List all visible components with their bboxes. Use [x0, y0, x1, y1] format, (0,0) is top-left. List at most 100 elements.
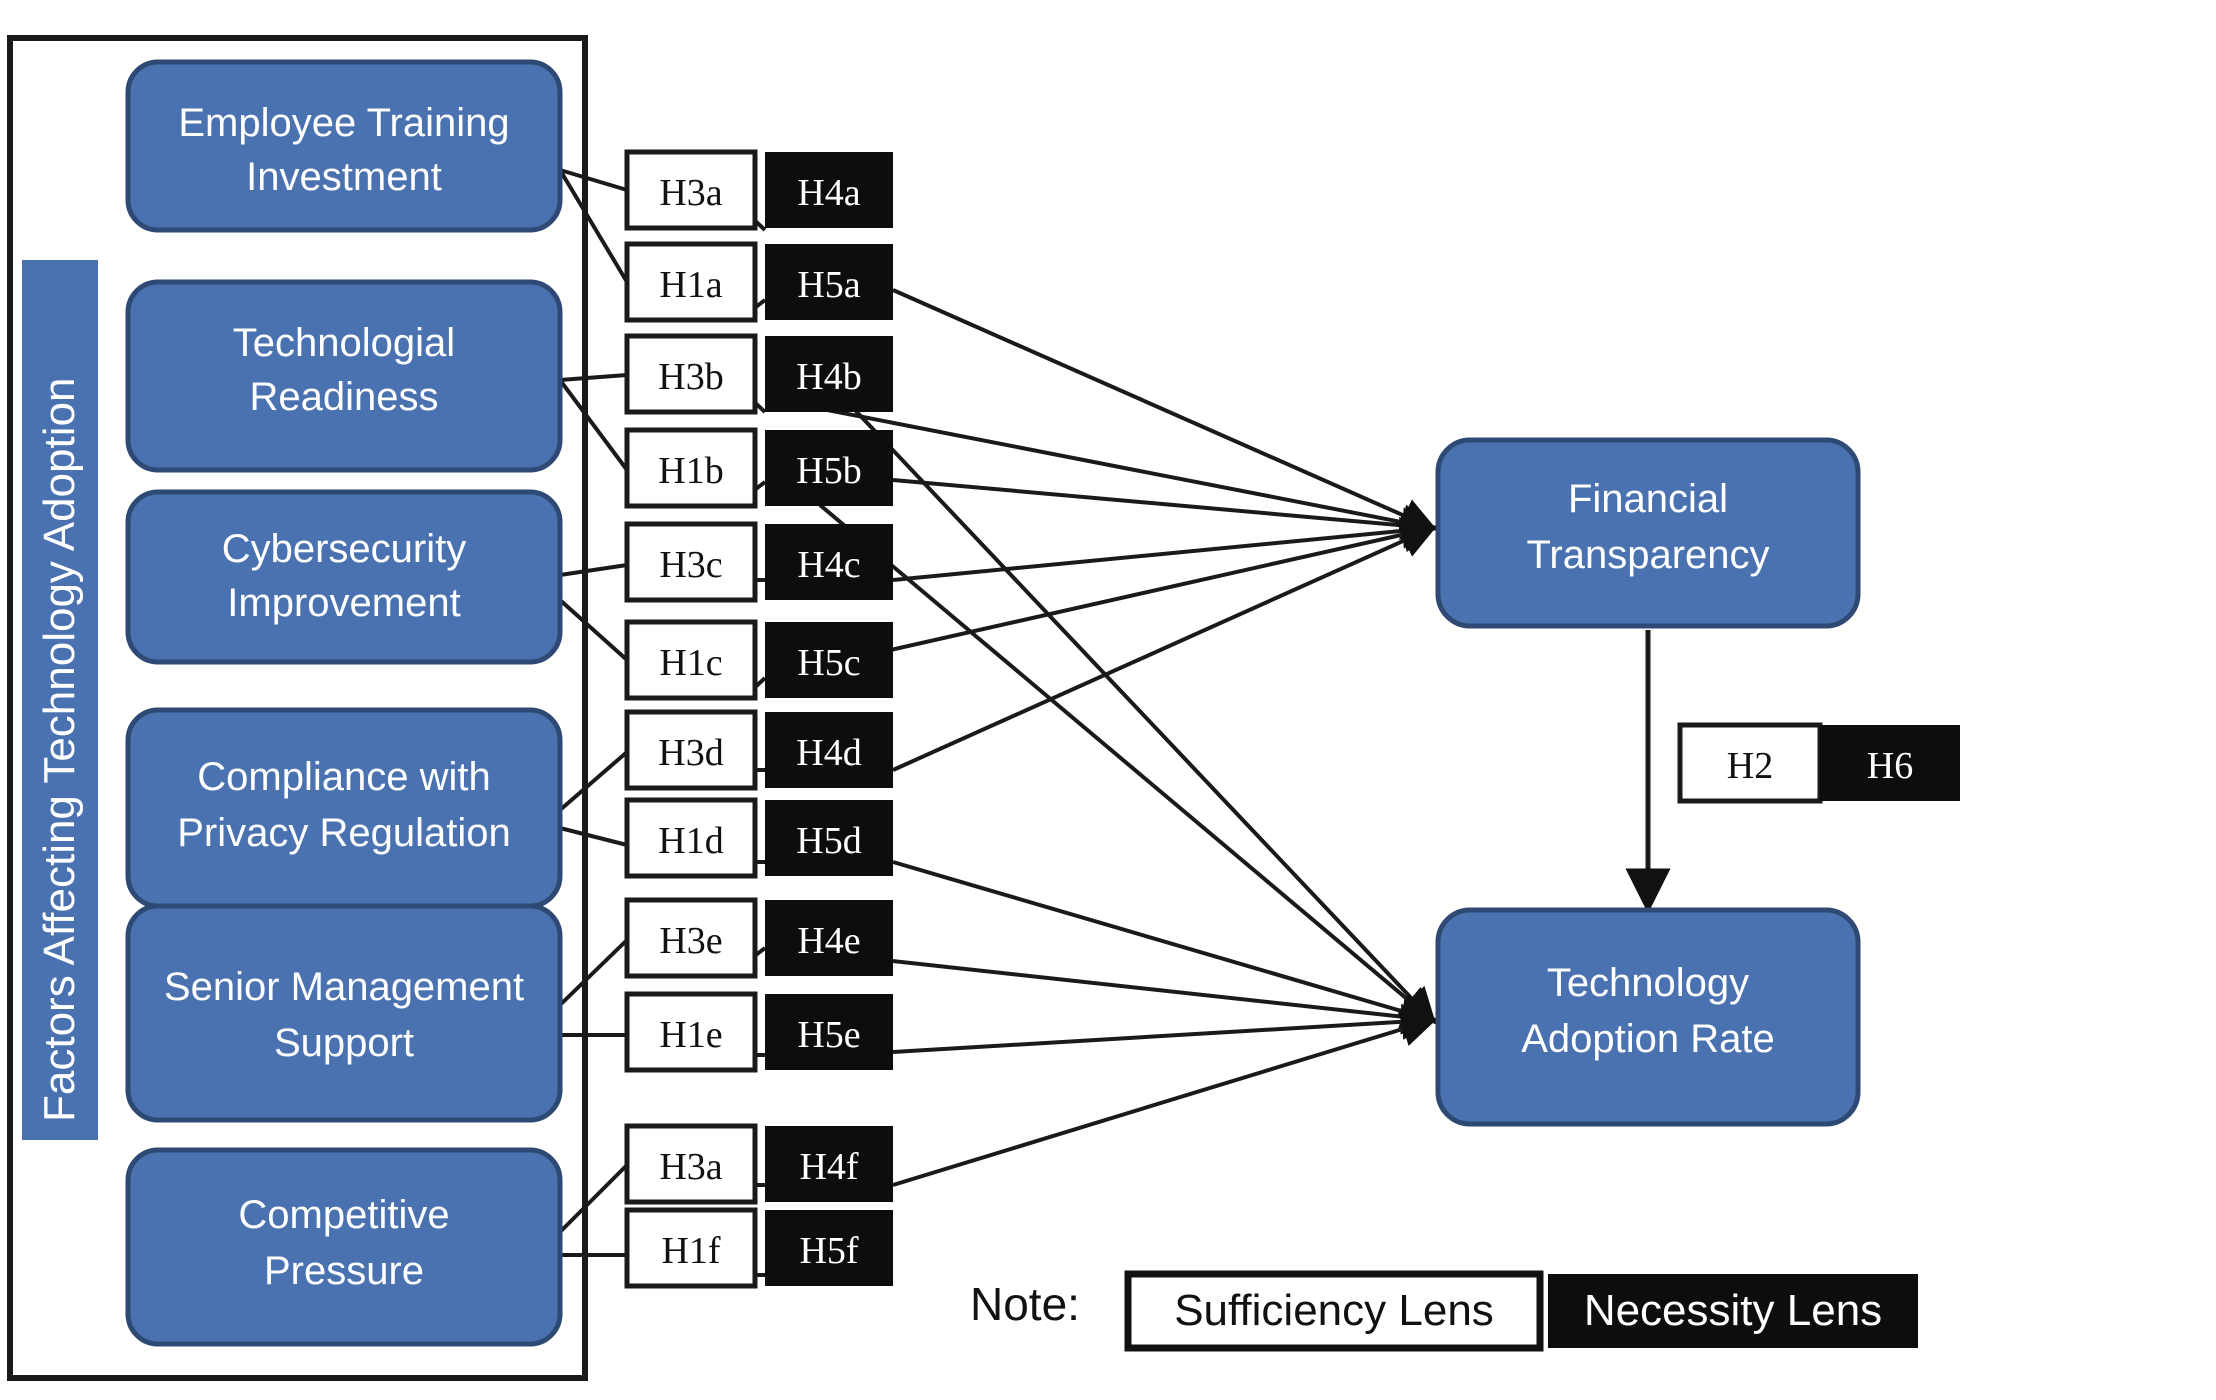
- hypothesis-row: H1a H5a: [624, 241, 893, 323]
- necessity-label: H4b: [796, 356, 861, 398]
- outcome-box-financial-transparency[interactable]: Financial Transparency: [1435, 437, 1861, 629]
- sufficiency-box[interactable]: [624, 709, 758, 791]
- factor-box-senior-management-support[interactable]: Senior Management Support: [125, 903, 563, 1123]
- sufficiency-label: H3a: [659, 172, 722, 214]
- necessity-box[interactable]: [765, 244, 893, 320]
- connector-lines-to-technology-adoption-rate: [818, 388, 1438, 1187]
- legend-necessity-swatch[interactable]: [1548, 1274, 1918, 1348]
- sufficiency-label: H3c: [659, 544, 722, 586]
- sufficiency-label: H2: [1727, 745, 1773, 787]
- sufficiency-box[interactable]: [624, 991, 758, 1073]
- factor-label-line1: Employee Training: [178, 101, 509, 145]
- factor-box-cybersecurity-improvement[interactable]: Cybersecurity Improvement: [125, 489, 563, 665]
- hypothesis-row: H3a H4f: [624, 1123, 893, 1205]
- legend: Note: Sufficiency Lens Necessity Lens: [970, 1270, 1918, 1352]
- hypothesis-row: H3a H4a: [624, 149, 893, 231]
- sufficiency-box[interactable]: [624, 149, 758, 231]
- hypothesis-row: H3c H4c: [624, 521, 893, 603]
- sufficiency-label: H1d: [658, 820, 723, 862]
- necessity-box[interactable]: [765, 1126, 893, 1202]
- factor-label-line2: Readiness: [249, 375, 438, 419]
- legend-sufficiency-label: Sufficiency Lens: [1174, 1286, 1494, 1335]
- necessity-label: H6: [1867, 745, 1913, 787]
- group-banner-label: Factors Affecting Technology Adoption: [35, 378, 84, 1122]
- necessity-label: H5f: [799, 1230, 858, 1272]
- outcome-label-line1: Financial: [1568, 477, 1728, 521]
- hypothesis-row: H3e H4e: [624, 897, 893, 979]
- sufficiency-box[interactable]: [624, 521, 758, 603]
- factor-label-line2: Privacy Regulation: [177, 811, 511, 855]
- necessity-label: H5c: [797, 642, 860, 684]
- necessity-label: H4d: [796, 732, 861, 774]
- connector-lines-left: [558, 168, 629, 1257]
- hypothesis-row: H1c H5c: [624, 619, 893, 701]
- factor-label-line1: Cybersecurity: [222, 527, 467, 571]
- necessity-label: H5e: [797, 1014, 860, 1056]
- necessity-box[interactable]: [1820, 725, 1960, 801]
- sufficiency-label: H3a: [659, 1146, 722, 1188]
- factor-label-line1: Senior Management: [164, 965, 524, 1009]
- sufficiency-box[interactable]: [624, 333, 758, 415]
- necessity-box[interactable]: [765, 524, 893, 600]
- sufficiency-label: H3b: [658, 356, 723, 398]
- factor-box-employee-training-investment[interactable]: Employee Training Investment: [125, 59, 563, 233]
- legend-sufficiency-swatch[interactable]: [1124, 1270, 1544, 1352]
- sufficiency-box[interactable]: [624, 897, 758, 979]
- sufficiency-box[interactable]: [624, 427, 758, 509]
- factors-container: [7, 35, 588, 1381]
- necessity-label: H5a: [797, 264, 860, 306]
- legend-note-label: Note:: [970, 1278, 1080, 1330]
- group-banner: Factors Affecting Technology Adoption: [22, 260, 98, 1140]
- sufficiency-box[interactable]: [624, 1207, 758, 1289]
- sufficiency-label: H3e: [659, 920, 722, 962]
- factor-label-line1: Compliance with: [197, 755, 490, 799]
- factor-label-line1: Technologial: [233, 321, 455, 365]
- sufficiency-box[interactable]: [624, 241, 758, 323]
- necessity-box[interactable]: [765, 800, 893, 876]
- outcome-box-technology-adoption-rate[interactable]: Technology Adoption Rate: [1435, 907, 1861, 1127]
- factor-label-line2: Pressure: [264, 1249, 424, 1293]
- factor-boxes: Employee Training Investment Technologia…: [125, 59, 563, 1347]
- necessity-box[interactable]: [765, 994, 893, 1070]
- sufficiency-box[interactable]: [624, 619, 758, 701]
- necessity-label: H4f: [799, 1146, 858, 1188]
- factor-box-compliance-with-privacy-regulation[interactable]: Compliance with Privacy Regulation: [125, 707, 563, 909]
- factor-label-line2: Improvement: [227, 581, 460, 625]
- connector-lines-to-financial-transparency: [816, 288, 1438, 772]
- necessity-box[interactable]: [765, 152, 893, 228]
- necessity-box[interactable]: [765, 430, 893, 506]
- sufficiency-box[interactable]: [624, 797, 758, 879]
- mediator-hypothesis-pair: H2 H6: [1677, 722, 1960, 804]
- hypothesis-row: H1d H5d: [624, 797, 893, 879]
- necessity-label: H4c: [797, 544, 860, 586]
- necessity-label: H5b: [796, 450, 861, 492]
- factor-box-technological-readiness[interactable]: Technologial Readiness: [125, 279, 563, 473]
- sufficiency-label: H1f: [661, 1230, 720, 1272]
- sufficiency-label: H3d: [658, 732, 723, 774]
- hypothesis-row: H1f H5f: [624, 1207, 893, 1289]
- sufficiency-label: H1a: [659, 264, 722, 306]
- necessity-box[interactable]: [765, 336, 893, 412]
- necessity-box[interactable]: [765, 1210, 893, 1286]
- hypothesis-row: H3d H4d: [624, 709, 893, 791]
- sufficiency-label: H1e: [659, 1014, 722, 1056]
- necessity-box[interactable]: [765, 900, 893, 976]
- factor-label-line2: Investment: [246, 155, 442, 199]
- necessity-box[interactable]: [765, 712, 893, 788]
- factor-box-competitive-pressure[interactable]: Competitive Pressure: [125, 1147, 563, 1347]
- sufficiency-box[interactable]: [624, 1123, 758, 1205]
- sufficiency-label: H1b: [658, 450, 723, 492]
- necessity-label: H4e: [797, 920, 860, 962]
- outcome-label-line2: Adoption Rate: [1521, 1017, 1775, 1061]
- outcome-label-line2: Transparency: [1526, 533, 1769, 577]
- hypothesis-row: H3b H4b: [624, 333, 893, 415]
- necessity-label: H5d: [796, 820, 861, 862]
- necessity-box[interactable]: [765, 622, 893, 698]
- hypothesis-row: H1e H5e: [624, 991, 893, 1073]
- outcome-label-line1: Technology: [1547, 961, 1749, 1005]
- sufficiency-box[interactable]: [1677, 722, 1823, 804]
- factor-label-line1: Competitive: [238, 1193, 449, 1237]
- factor-label-line2: Support: [274, 1021, 414, 1065]
- necessity-label: H4a: [797, 172, 860, 214]
